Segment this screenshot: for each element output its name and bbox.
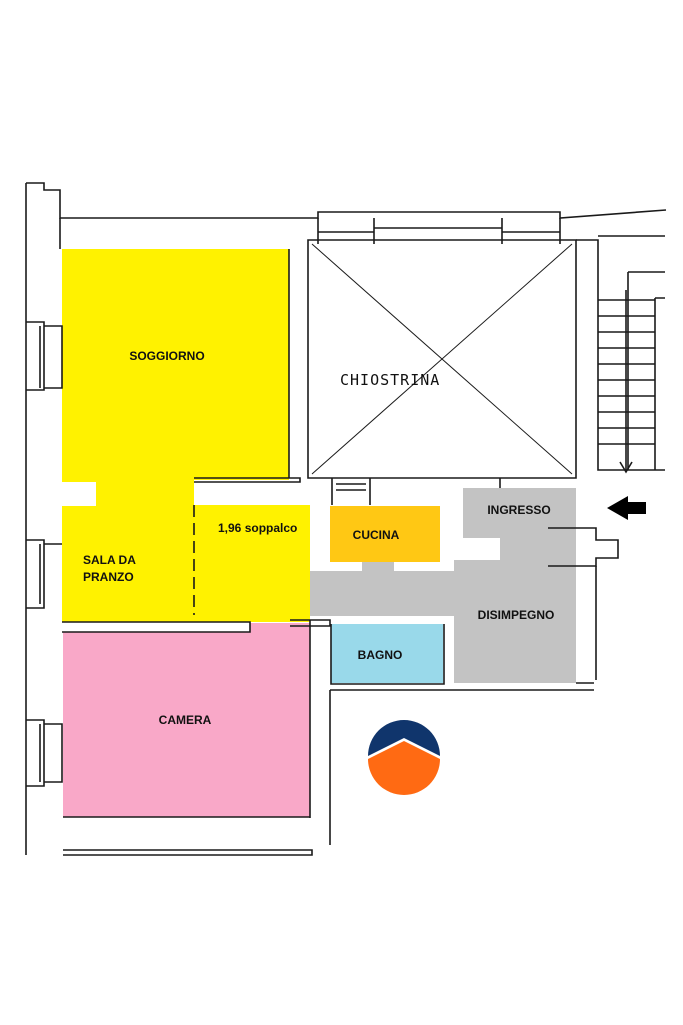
camera-label: CAMERA <box>159 713 212 727</box>
soggiorno-label: SOGGIORNO <box>129 349 204 363</box>
soggiorno-room <box>62 249 310 622</box>
walls <box>25 182 667 856</box>
room-labels: SOGGIORNO SALA DA PRANZO 1,96 soppalco C… <box>83 349 554 727</box>
chiostrina-label: CHIOSTRINA <box>340 371 440 389</box>
disimpegno-label: DISIMPEGNO <box>478 608 555 622</box>
soppalco-label: 1,96 soppalco <box>218 521 297 535</box>
sala-da-pranzo-label-line1: SALA DA <box>83 553 136 567</box>
chiostrina-cross <box>311 243 573 475</box>
cucina-label: CUCINA <box>353 528 400 542</box>
sala-da-pranzo-label-line2: PRANZO <box>83 570 134 584</box>
left-arrow-icon <box>607 496 646 520</box>
room-fills <box>62 249 576 817</box>
camera-room <box>63 623 310 817</box>
agency-logo-icon <box>368 720 440 795</box>
cucina-room <box>330 506 440 570</box>
bagno-room <box>331 624 443 683</box>
disimpegno-room <box>310 488 576 683</box>
ingresso-label: INGRESSO <box>487 503 550 517</box>
bagno-label: BAGNO <box>358 648 403 662</box>
